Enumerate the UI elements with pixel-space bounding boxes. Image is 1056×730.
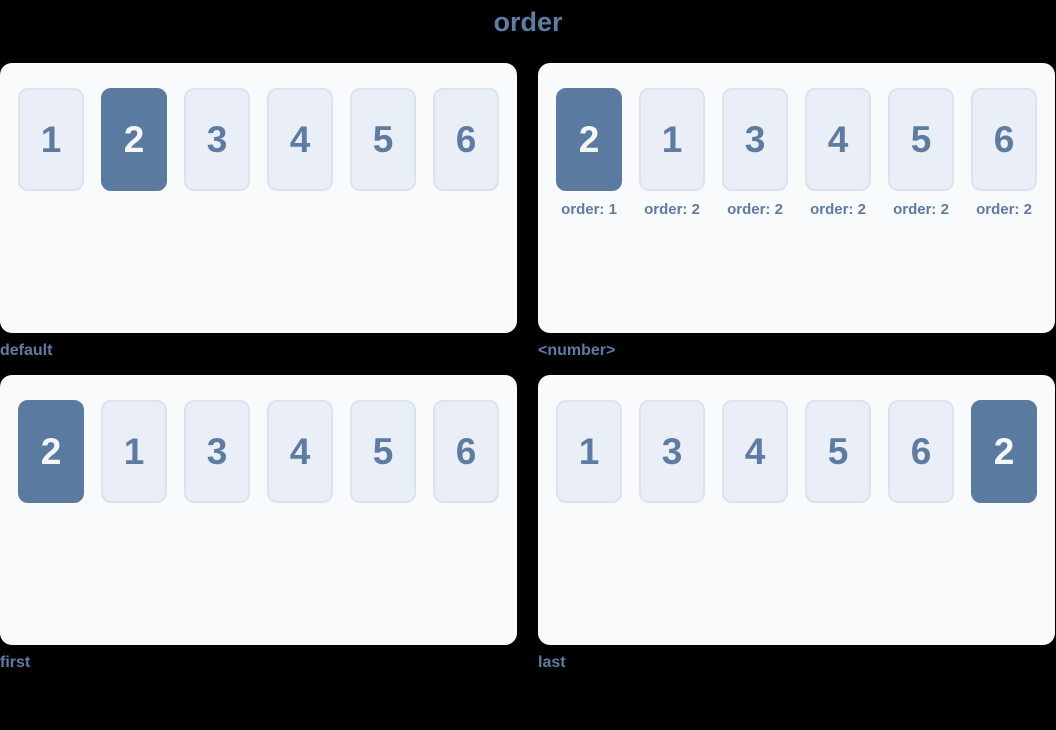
panel-number: 2 order: 1 1 order: 2 3 order: 2 4 order… [538,63,1055,360]
flex-item-2-highlighted: 2 [971,400,1037,503]
order-caption: order: 2 [976,201,1032,218]
flex-items-row: 1 2 3 4 5 6 [18,88,499,191]
flex-container-card-number: 2 order: 1 1 order: 2 3 order: 2 4 order… [538,63,1055,333]
flex-items-row: 2 order: 1 1 order: 2 3 order: 2 4 order… [556,88,1037,218]
flex-item-6: 6 [971,88,1037,191]
flex-item-group: 2 order: 1 [556,88,622,218]
page-title: order [493,7,563,37]
flex-item-3: 3 [639,400,705,503]
order-caption: order: 2 [644,201,700,218]
flex-item-6: 6 [888,400,954,503]
order-caption: order: 2 [893,201,949,218]
flex-item-5: 5 [350,88,416,191]
order-caption: order: 2 [727,201,783,218]
flex-item-1: 1 [18,88,84,191]
flex-item-4: 4 [722,400,788,503]
flex-item-4: 4 [267,88,333,191]
panel-label-last: last [538,654,566,671]
flex-item-3: 3 [722,88,788,191]
flex-item-2-highlighted: 2 [18,400,84,503]
flex-item-1: 1 [101,400,167,503]
flex-item-3: 3 [184,400,250,503]
flex-item-group: 5 order: 2 [888,88,954,218]
flex-item-5: 5 [350,400,416,503]
panel-default: 1 2 3 4 5 6 default [0,63,517,360]
panel-label-default: default [0,342,53,359]
flex-items-row: 2 1 3 4 5 6 [18,400,499,503]
flex-item-1: 1 [639,88,705,191]
panel-first: 2 1 3 4 5 6 first [0,375,517,672]
flex-item-6: 6 [433,400,499,503]
order-caption: order: 2 [810,201,866,218]
order-caption: order: 1 [561,201,617,218]
flex-item-4: 4 [267,400,333,503]
flex-item-4: 4 [805,88,871,191]
flex-item-group: 4 order: 2 [805,88,871,218]
flex-items-row: 1 3 4 5 6 2 [556,400,1037,503]
flex-item-group: 6 order: 2 [971,88,1037,218]
flex-item-3: 3 [184,88,250,191]
flex-container-card-first: 2 1 3 4 5 6 [0,375,517,645]
flex-item-group: 1 order: 2 [639,88,705,218]
panel-label-first: first [0,654,31,671]
flex-item-1: 1 [556,400,622,503]
flex-item-6: 6 [433,88,499,191]
examples-grid: 1 2 3 4 5 6 default 2 order: 1 1 order: … [0,63,1055,672]
flex-item-5: 5 [805,400,871,503]
flex-item-2-highlighted: 2 [556,88,622,191]
flex-item-5: 5 [888,88,954,191]
flex-container-card-default: 1 2 3 4 5 6 [0,63,517,333]
flex-item-group: 3 order: 2 [722,88,788,218]
flex-item-2-highlighted: 2 [101,88,167,191]
flex-container-card-last: 1 3 4 5 6 2 [538,375,1055,645]
panel-label-number: <number> [538,342,616,359]
panel-last: 1 3 4 5 6 2 last [538,375,1055,672]
